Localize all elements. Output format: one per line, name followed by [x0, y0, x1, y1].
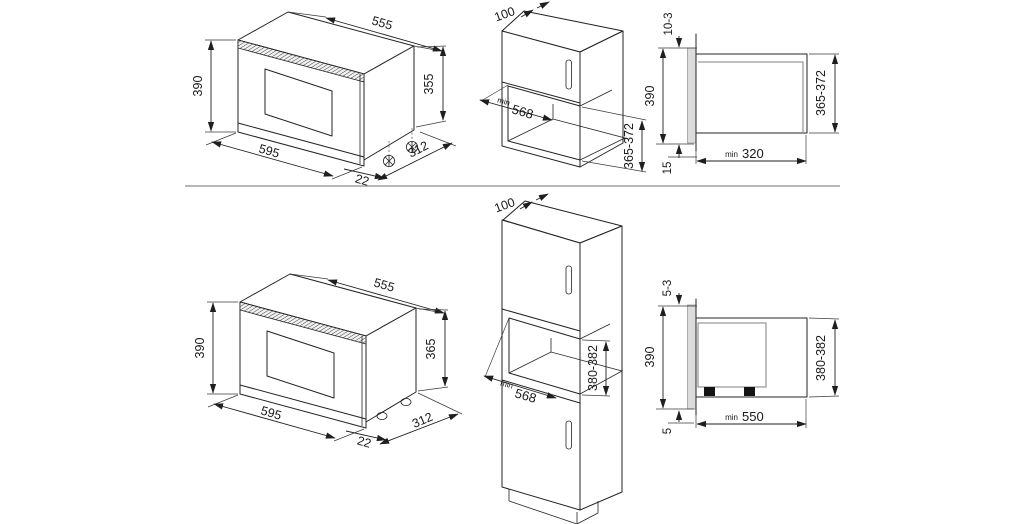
top-section-view: 10-3 390 15 min 320 365-372 [643, 12, 839, 174]
door-handle [565, 59, 572, 90]
dim-label-min-prefix: min [725, 150, 738, 159]
dim-label-front-height: 390 [193, 338, 207, 359]
dim-label-top-clearance: 100 [492, 195, 516, 215]
upper-door-bottom-edge [501, 308, 581, 332]
dim-bottom-gap: 15 [662, 144, 697, 175]
dim-top-clearance: 100 [492, 1, 550, 24]
dim-label-niche-height: 380-382 [814, 335, 828, 381]
dim-label-front-height: 390 [191, 76, 205, 97]
dim-label-body-width: 555 [372, 276, 396, 295]
bottom-oven-perspective: 555 390 365 595 22 312 [193, 273, 463, 451]
dim-label-frame-overhang: 22 [353, 172, 370, 189]
dim-niche-height: 365-372 [581, 106, 647, 173]
dim-niche-height: 380-382 [581, 339, 611, 397]
dim-label-niche-height: 365-372 [622, 123, 636, 169]
dim-label-niche-height: 380-382 [586, 345, 600, 391]
dim-body-width: 555 [287, 11, 443, 52]
dim-label-niche-height: 365-372 [814, 70, 828, 116]
oven-body-section-outline [698, 61, 804, 132]
door-bottom-trim-line [237, 122, 365, 158]
dim-top-clearance: 100 [492, 193, 549, 215]
top-oven-perspective: 555 390 355 595 22 312 [191, 11, 457, 189]
dim-label-front-width: 595 [259, 404, 283, 423]
dim-niche-height: 380-382 [808, 317, 840, 398]
dim-top-gap: 10-3 [658, 12, 697, 49]
oven-body-section-outline [697, 322, 767, 388]
dim-min-depth: min 320 [695, 135, 807, 165]
dim-label-body-width: 555 [370, 14, 394, 33]
cabinet-door-bottom-edge [501, 81, 581, 104]
cabinet-front-face [501, 219, 581, 511]
dim-label-body-depth: 312 [410, 410, 435, 431]
dim-niche-width: min 568 [479, 84, 553, 122]
cabinet-side-face [579, 30, 624, 168]
dim-body-width: 555 [289, 273, 445, 314]
dim-label-bottom-gap: 5 [662, 428, 674, 434]
niche-section-outline [695, 53, 808, 134]
door-window [266, 330, 335, 399]
dim-label-min-prefix: min [725, 413, 738, 422]
dim-label-min-prefix: min [496, 95, 511, 107]
dim-label-body-height: 355 [422, 74, 436, 95]
lower-door-handle [565, 420, 572, 450]
dim-label-top-gap: 10-3 [663, 12, 675, 35]
oven-vent-grille [237, 39, 365, 83]
dim-label-body-height: 365 [424, 339, 438, 360]
dim-front-height: 390 [193, 301, 238, 395]
dim-label-front-width: 595 [257, 142, 281, 161]
dim-label-front-height: 390 [643, 86, 657, 107]
dim-front-height: 390 [191, 39, 236, 133]
dim-label-top-clearance: 100 [492, 4, 516, 24]
dim-label-front-height: 390 [643, 347, 657, 368]
bottom-tall-cabinet: 100 min 568 380-382 [483, 193, 624, 524]
dim-niche-width: min 568 [483, 317, 557, 406]
upper-door-handle [565, 265, 572, 295]
dim-min-depth: min 550 [695, 399, 807, 428]
oven-door-section [687, 304, 697, 410]
dim-label-niche-width: 568 [513, 385, 538, 405]
dim-body-height: 365 [417, 308, 449, 392]
niche-section-outline [695, 317, 808, 398]
support-foot-icon [400, 397, 412, 406]
dim-label-niche-width: 568 [510, 101, 535, 121]
dim-niche-height: 365-372 [809, 53, 839, 134]
top-wall-cabinet: 100 min 568 365-372 [479, 1, 647, 173]
dim-front-height: 390 [643, 306, 694, 410]
niche-interior-lines [508, 323, 624, 395]
oven-vent-grille [239, 301, 367, 345]
dim-bottom-gap: 5 [662, 410, 694, 434]
dim-body-depth: 312 [379, 392, 463, 445]
door-bottom-trim-line [239, 384, 367, 420]
niche-interior-lines [507, 89, 627, 161]
dim-label-min-depth: 320 [742, 146, 764, 161]
support-foot-icon [376, 411, 388, 420]
bottom-section-view: 5-3 390 5 min 550 380-382 [643, 280, 840, 434]
support-foot-icon [704, 387, 715, 396]
dim-label-min-depth: 550 [742, 409, 764, 424]
door-window [264, 68, 333, 137]
dim-front-width: 595 [207, 394, 365, 442]
dim-top-gap: 5-3 [658, 280, 697, 307]
dim-front-width: 595 [205, 132, 363, 180]
dim-front-height: 390 [643, 48, 694, 145]
dim-label-top-gap: 5-3 [662, 280, 674, 297]
plinth-lines [508, 489, 599, 524]
support-foot-icon [744, 387, 755, 396]
dim-body-height: 355 [415, 45, 447, 128]
dim-label-min-prefix: min [499, 378, 514, 390]
cabinet-front-face [501, 30, 581, 168]
dim-label-bottom-gap: 15 [662, 162, 674, 175]
oven-door-section [687, 47, 697, 144]
dim-label-frame-overhang: 22 [355, 434, 372, 451]
